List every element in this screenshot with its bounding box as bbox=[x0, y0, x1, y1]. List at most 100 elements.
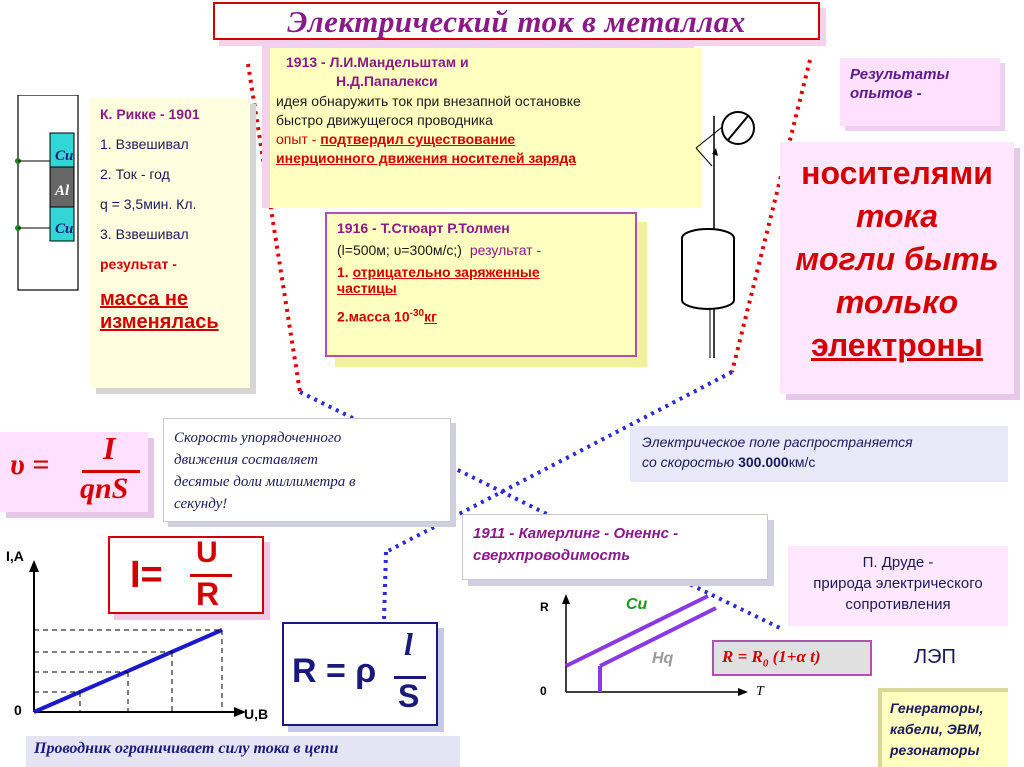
velocity-numerator: I bbox=[103, 430, 116, 466]
rt-cu-label: Cu bbox=[626, 596, 648, 613]
field-text-unit: км/с bbox=[788, 454, 816, 470]
field-text-1: Электрическое поле распространяется bbox=[642, 434, 913, 450]
temp-formula-sub: 0 bbox=[762, 657, 769, 670]
stewart-item-1-text-2: частицы bbox=[337, 280, 397, 296]
cylinder-label-cu-top: Cu bbox=[55, 148, 74, 164]
mandelshtam-box: 1913 - Л.И.Мандельштам и Н.Д.Папалекси и… bbox=[270, 48, 702, 208]
results-label-2: опытов - bbox=[850, 85, 922, 102]
rt-x-label: T bbox=[756, 684, 764, 699]
velocity-formula-box: υ = I qnS bbox=[0, 430, 148, 512]
field-text-value: 300.000 bbox=[738, 454, 789, 470]
drude-line-1: П. Друде - bbox=[862, 554, 934, 571]
iv-x-label: U,B bbox=[244, 706, 269, 722]
title-box: Электрический ток в металлах bbox=[213, 2, 820, 40]
rikke-result-line-2: изменялась bbox=[100, 311, 219, 333]
mandelshtam-experiment-text-2: инерционного движения носителей заряда bbox=[276, 150, 577, 166]
stewart-header: 1916 - Т.Стюарт Р.Толмен bbox=[337, 220, 510, 236]
field-text-2: со скоростью 300.000км/с bbox=[642, 452, 996, 472]
resistance-fraction-bar bbox=[394, 676, 426, 679]
rikke-box: К. Рикке - 1901 1. Взвешивал 2. Ток - го… bbox=[90, 98, 250, 388]
mandelshtam-header-2: Н.Д.Папалекси bbox=[336, 73, 438, 89]
mandelshtam-experiment-label: опыт - bbox=[276, 131, 317, 147]
drude-line-3: сопротивления bbox=[845, 596, 951, 613]
applications-line-2: кабели, ЭВМ, bbox=[890, 721, 983, 737]
temp-formula-text: R = R bbox=[722, 647, 763, 666]
kamerling-line-1: 1911 - Камерлинг - Оненнс - bbox=[473, 525, 679, 542]
carriers-line-5: электроны bbox=[810, 327, 983, 363]
rikke-result-line-1: масса не bbox=[100, 288, 189, 310]
stewart-params: (l=500м; υ=300м/с;) bbox=[337, 242, 462, 258]
stewart-item-2-unit: кг bbox=[424, 308, 437, 325]
rikke-header: К. Рикке - 1901 bbox=[100, 106, 200, 122]
rikke-apparatus bbox=[15, 95, 79, 291]
cylinder-label-cu-bottom: Cu bbox=[55, 221, 74, 237]
kamerling-line-2: сверхпроводимость bbox=[473, 547, 631, 564]
ohm-denominator: R bbox=[196, 576, 220, 612]
applications-box: Генераторы, кабели, ЭВМ, резонаторы bbox=[878, 688, 1008, 767]
results-label-1: Результаты bbox=[850, 66, 950, 83]
temp-formula-rest: (1+α t) bbox=[768, 647, 821, 666]
resistance-numerator: l bbox=[404, 626, 413, 662]
cylinder-label-al: Al bbox=[55, 183, 70, 199]
ohm-fraction-bar bbox=[190, 574, 232, 577]
rikke-line-1: 1. Взвешивал bbox=[100, 136, 189, 152]
carriers-line-4: только bbox=[835, 284, 959, 320]
iv-y-label: I,A bbox=[6, 548, 24, 564]
applications-line-1: Генераторы, bbox=[890, 700, 984, 716]
stewart-box: 1916 - Т.Стюарт Р.Толмен (l=500м; υ=300м… bbox=[325, 212, 637, 357]
mandelshtam-header-1: 1913 - Л.И.Мандельштам и bbox=[286, 54, 469, 70]
rt-hg-label: Hq bbox=[652, 650, 674, 667]
velocity-text-4: секунду! bbox=[174, 496, 228, 512]
mandelshtam-idea-1: идея обнаружить ток при внезапной остано… bbox=[276, 93, 581, 109]
kamerling-box: 1911 - Камерлинг - Оненнс - сверхпроводи… bbox=[462, 514, 768, 580]
stewart-params-line: (l=500м; υ=300м/с;) результат - bbox=[337, 242, 625, 258]
results-box: Результаты опытов - bbox=[840, 58, 1000, 126]
iv-graph bbox=[29, 560, 246, 717]
resistance-lhs: R = ρ bbox=[292, 652, 377, 690]
rt-graph bbox=[562, 594, 748, 696]
ohm-lhs: I= bbox=[130, 554, 163, 596]
mandelshtam-experiment-text-1: подтвердил существование bbox=[320, 131, 516, 147]
rt-origin: 0 bbox=[540, 684, 547, 698]
rikke-line-4: 3. Взвешивал bbox=[100, 226, 189, 242]
resistance-formula-box: R = ρ l S bbox=[282, 622, 438, 726]
ohm-numerator: U bbox=[196, 536, 218, 569]
stewart-item-2-exp: -30 bbox=[409, 308, 425, 319]
resistance-denominator: S bbox=[398, 678, 420, 714]
stewart-item-2-prefix: 2.масса 10 bbox=[337, 308, 410, 325]
carriers-box: носителями тока могли быть только электр… bbox=[780, 142, 1014, 394]
rikke-result-label: результат - bbox=[100, 256, 177, 272]
mandelshtam-experiment: опыт - подтвердил существование bbox=[276, 131, 696, 147]
velocity-text-2: движения составляет bbox=[174, 452, 318, 468]
carriers-line-1: носителями bbox=[801, 155, 993, 191]
velocity-text-1: Скорость упорядоченного bbox=[174, 430, 342, 446]
carriers-line-3: могли быть bbox=[795, 241, 999, 277]
velocity-fraction-bar bbox=[82, 470, 140, 473]
drude-box: П. Друде - природа электрического сопрот… bbox=[788, 546, 1008, 626]
ohm-formula-box: I= U R bbox=[108, 536, 264, 614]
coil-apparatus bbox=[681, 111, 755, 358]
velocity-denominator: qnS bbox=[80, 472, 129, 505]
velocity-text-3: десятые доли миллиметра в bbox=[174, 474, 356, 490]
temp-formula-box: R = R0 (1+α t) bbox=[712, 640, 872, 676]
velocity-lhs: υ = bbox=[10, 448, 50, 481]
stewart-item-1-text-1: отрицательно заряженные bbox=[352, 264, 540, 280]
stewart-item-1: 1. отрицательно заряженные bbox=[337, 264, 625, 280]
rikke-line-2: 2. Ток - год bbox=[100, 166, 170, 182]
mandelshtam-idea-2: быстро движущегося проводника bbox=[276, 112, 493, 128]
applications-line-3: резонаторы bbox=[890, 742, 980, 758]
page-title: Электрический ток в металлах bbox=[287, 4, 746, 39]
rt-y-label: R bbox=[540, 600, 549, 614]
rikke-line-3: q = 3,5мин. Кл. bbox=[100, 196, 197, 212]
stewart-result-label: результат - bbox=[469, 242, 542, 258]
iv-origin: 0 bbox=[14, 702, 22, 718]
field-text-box: Электрическое поле распространяется со с… bbox=[630, 426, 1008, 482]
bottom-note-box: Проводник ограничивает силу тока в цепи bbox=[26, 736, 460, 767]
velocity-text-box: Скорость упорядоченного движения составл… bbox=[163, 418, 451, 522]
lep-label: ЛЭП bbox=[914, 646, 956, 668]
stewart-item-2: 2.масса 10-30кг bbox=[337, 308, 625, 325]
bottom-note: Проводник ограничивает силу тока в цепи bbox=[34, 740, 339, 757]
stewart-item-1-num: 1. bbox=[337, 264, 349, 280]
drude-line-2: природа электрического bbox=[813, 575, 983, 592]
field-text-prefix: со скоростью bbox=[642, 454, 735, 470]
